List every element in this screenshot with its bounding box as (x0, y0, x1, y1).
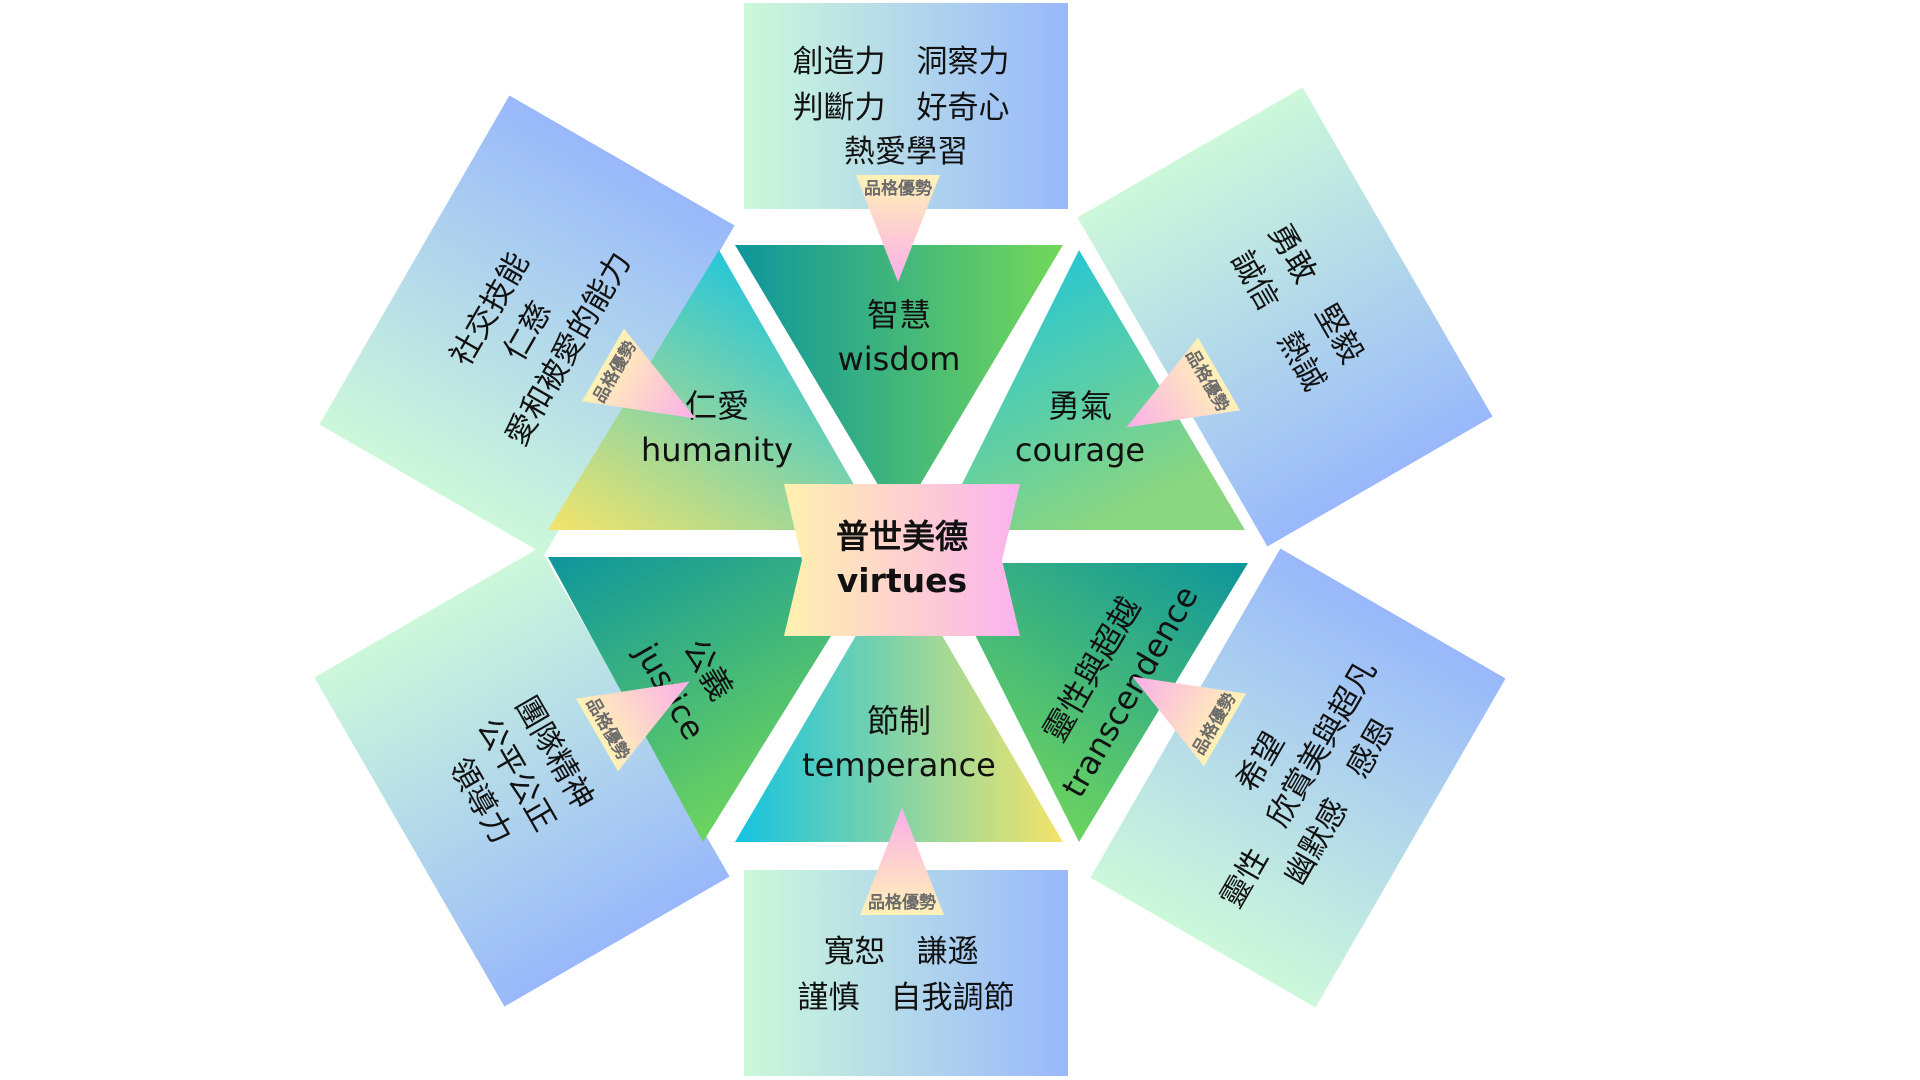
center-title-zh: 普世美德 (836, 517, 968, 556)
center-title-en: virtues (837, 561, 967, 600)
arrow-temperance-label: 品格優勢 (868, 892, 936, 913)
card-temperance-line-2: 謹慎 自我調節 (798, 980, 1015, 1016)
label-humanity-en: humanity (641, 431, 793, 469)
triangle-humanity (548, 250, 880, 530)
label-temperance-zh: 節制 (867, 702, 931, 740)
label-wisdom-en: wisdom (838, 340, 961, 378)
triangle-wisdom (735, 245, 1063, 520)
triangle-courage (939, 250, 1245, 530)
arrow-wisdom-label: 品格優勢 (864, 178, 932, 199)
card-wisdom-line-2: 判斷力 好奇心 (793, 90, 1010, 126)
card-wisdom-text: 創造力 洞察力 判斷力 好奇心 熱愛學習 (793, 44, 1020, 170)
label-wisdom-zh: 智慧 (867, 296, 931, 334)
center-banner: 普世美德 virtues (784, 484, 1020, 636)
label-courage-zh: 勇氣 (1048, 387, 1112, 425)
card-wisdom-line-1: 創造力 洞察力 (793, 44, 1010, 80)
label-courage-en: courage (1015, 431, 1145, 469)
card-wisdom: 創造力 洞察力 判斷力 好奇心 熱愛學習 (744, 3, 1068, 209)
label-humanity: 仁愛 humanity (641, 387, 793, 469)
label-humanity-zh: 仁愛 (685, 387, 749, 425)
arrow-wisdom: 品格優勢 (856, 175, 940, 282)
label-wisdom: 智慧 wisdom (838, 296, 961, 378)
card-temperance-text: 寬恕 謙遜 謹慎 自我調節 (798, 934, 1015, 1016)
label-temperance-en: temperance (802, 746, 996, 784)
label-temperance: 節制 temperance (802, 702, 996, 784)
card-courage: 勇敢 堅毅 誠信 熱誠 (1077, 87, 1493, 547)
card-wisdom-line-3: 熱愛學習 (844, 134, 968, 170)
triangle-temperance (735, 562, 1063, 842)
card-temperance-line-1: 寬恕 謙遜 (824, 934, 979, 970)
arrow-temperance: 品格優勢 (860, 808, 944, 915)
label-courage: 勇氣 courage (1015, 387, 1145, 469)
